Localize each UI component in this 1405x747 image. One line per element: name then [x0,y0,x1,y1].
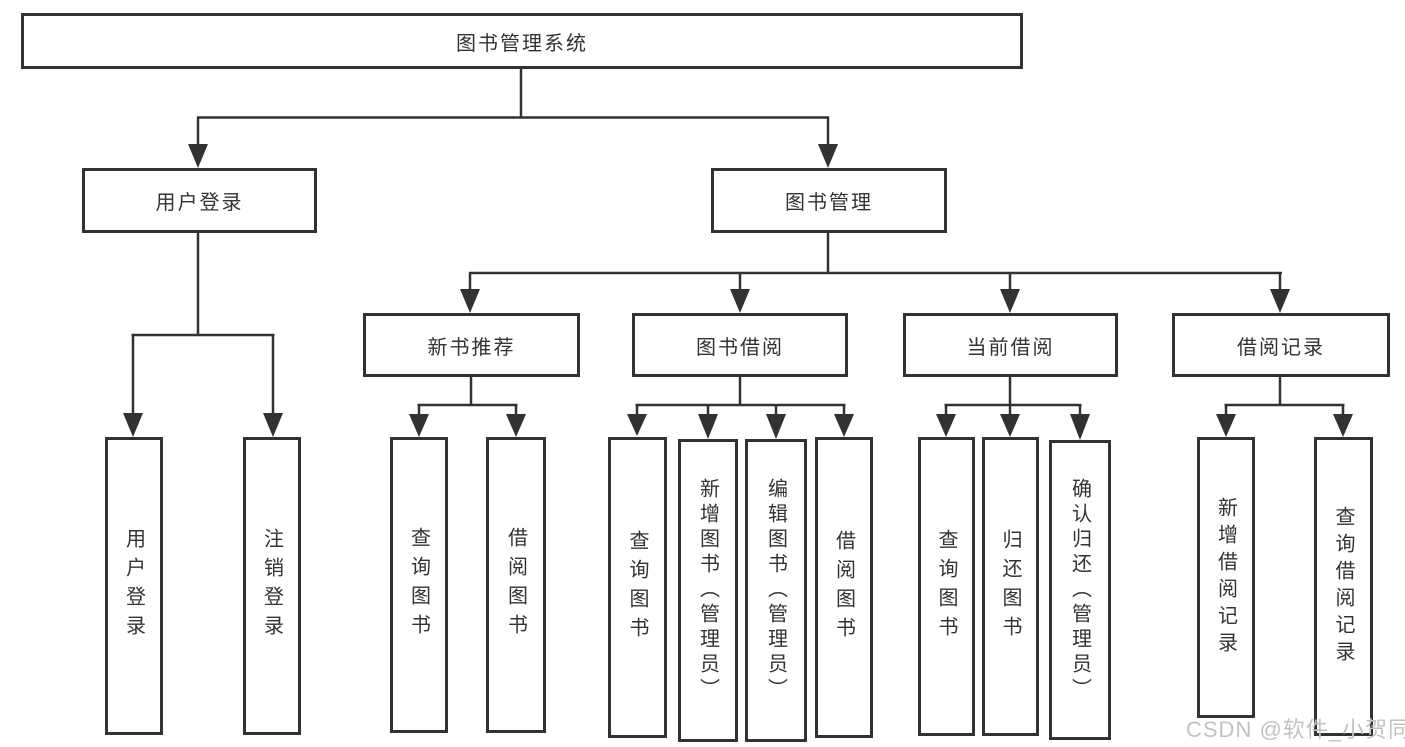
arrowhead-icon [409,414,429,437]
arrowhead-icon [1270,289,1290,313]
csdn-watermark: CSDN @软件_小贺同学 [1186,717,1405,742]
arrowhead-icon [123,413,143,437]
node-book-management: 图书管理 [711,168,947,233]
leaf-borrow-book: 借阅图书 [815,437,873,738]
leaf-borrow-book: 借阅图书 [486,437,546,733]
arrowhead-icon [818,144,838,168]
arrowhead-icon [263,413,283,437]
arrowhead-icon [834,414,854,437]
arrowhead-icon [766,414,786,439]
node-borrow-records: 借阅记录 [1172,313,1390,377]
node-library-management-system: 图书管理系统 [21,13,1023,69]
leaf-query-book: 查询图书 [918,437,975,736]
leaf-user-login: 用户登录 [105,437,163,735]
node-book-borrow: 图书借阅 [632,313,848,377]
leaf-query-borrow-record: 查询借阅记录 [1314,437,1373,736]
leaf-query-book: 查询图书 [390,437,448,733]
arrowhead-icon [506,414,526,437]
leaf-query-book: 查询图书 [608,437,667,738]
arrowhead-icon [936,414,956,437]
leaf-logout: 注销登录 [243,437,301,735]
leaf-add-borrow-record: 新增借阅记录 [1197,437,1255,718]
arrowhead-icon [1070,414,1090,440]
leaf-return-book: 归还图书 [982,437,1039,736]
leaf-edit-book-admin: 编辑图书（管理员） [745,439,807,742]
arrowhead-icon [698,414,718,439]
arrowhead-icon [627,414,647,436]
node-new-book-recommend: 新书推荐 [363,313,580,377]
arrowhead-icon [460,289,480,313]
arrowhead-icon [1333,414,1353,437]
arrowhead-icon [188,144,208,168]
leaf-add-book-admin: 新增图书（管理员） [678,439,738,742]
leaf-confirm-return-admin: 确认归还（管理员） [1049,440,1111,740]
node-user-login: 用户登录 [82,168,317,233]
arrowhead-icon [1000,414,1020,437]
node-current-borrow: 当前借阅 [903,313,1118,377]
arrowhead-icon [730,289,750,313]
arrowhead-icon [1216,414,1236,437]
arrowhead-icon [1000,289,1020,313]
